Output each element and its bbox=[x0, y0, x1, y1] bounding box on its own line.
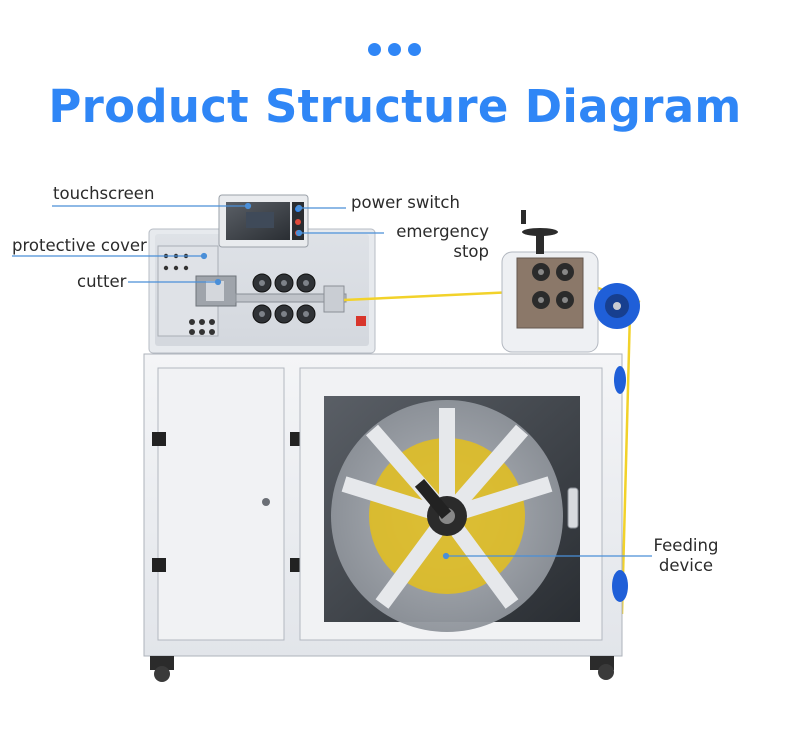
decorative-dots bbox=[368, 42, 424, 58]
label-feeding-device: Feeding device bbox=[644, 536, 728, 576]
label-cutter: cutter bbox=[77, 272, 127, 291]
top-cutting-unit bbox=[148, 194, 376, 354]
label-feeding-device-line2: device bbox=[658, 556, 714, 575]
label-emergency-stop-line2: stop bbox=[453, 242, 489, 261]
dot-3 bbox=[408, 43, 421, 56]
label-protective-cover: protective cover bbox=[12, 236, 147, 255]
feeding-reel bbox=[331, 400, 563, 632]
feeder-tower bbox=[501, 210, 640, 353]
dot-1 bbox=[368, 43, 381, 56]
dot-2 bbox=[388, 43, 401, 56]
main-cabinet bbox=[143, 353, 628, 682]
cabinet-handle bbox=[567, 487, 579, 529]
indicator-light bbox=[356, 316, 366, 326]
label-feeding-device-line1: Feeding bbox=[653, 536, 719, 555]
label-touchscreen: touchscreen bbox=[53, 184, 155, 203]
label-power-switch: power switch bbox=[351, 193, 460, 212]
label-emergency-stop: emergency stop bbox=[392, 222, 489, 262]
label-emergency-stop-line1: emergency bbox=[396, 222, 489, 241]
page-title: Product Structure Diagram bbox=[48, 80, 742, 133]
leader-lines bbox=[12, 202, 652, 560]
